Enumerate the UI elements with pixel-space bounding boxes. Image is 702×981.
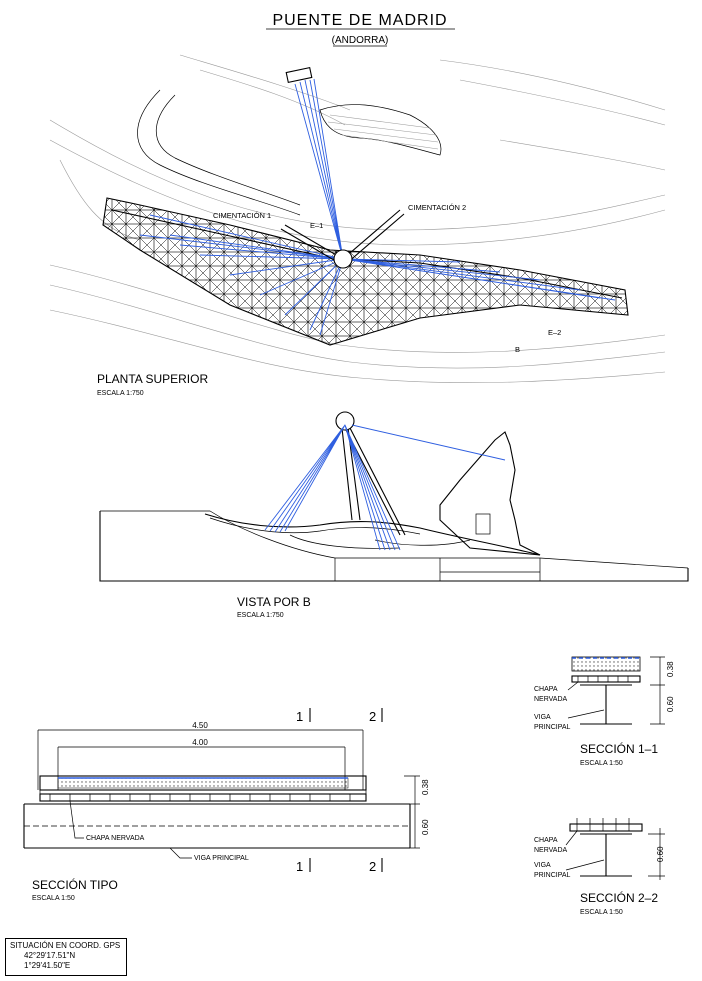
- section-tipo-cut-2-bottom: 2: [369, 859, 376, 874]
- section-2-2-scale: ESCALA 1:50: [580, 909, 623, 916]
- section-tipo-chapa-label: CHAPA NERVADA: [86, 835, 145, 842]
- plan-label-foundation-1: CIMENTACIÓN 1: [213, 211, 271, 220]
- plan-anchor-block: [285, 66, 313, 84]
- section-1-1-viga-1: VIGA: [534, 714, 551, 721]
- section-2-2-dim-1: 0.60: [656, 846, 665, 862]
- section-1-1-chapa-1: CHAPA: [534, 686, 558, 693]
- section-1-1-viga-2: PRINCIPAL: [534, 724, 571, 731]
- elevation-cables: [264, 424, 506, 551]
- section-1-1-label: SECCIÓN 1–1: [580, 741, 658, 756]
- gps-coordinates-box: SITUACIÓN EN COORD. GPS 42°29'17.51"N 1°…: [5, 938, 127, 976]
- plan-pylon-node: [333, 249, 353, 269]
- section-tipo-dim-inner: 4.00: [192, 738, 208, 747]
- section-1-1-dim-1: 0.38: [666, 661, 675, 677]
- elevation-deck: [204, 513, 541, 556]
- section-tipo-cut-1-top: 1: [296, 709, 303, 724]
- elevation-pylon-node: [335, 411, 355, 431]
- section-1-1-beam: [580, 684, 632, 725]
- section-tipo-dim-depth-2: 0.60: [421, 819, 430, 835]
- drawing-title: PUENTE DE MADRID: [272, 12, 447, 29]
- plan-foundation-strut-2: [342, 209, 405, 264]
- gps-heading: SITUACIÓN EN COORD. GPS: [10, 941, 121, 950]
- section-2-2-label: SECCIÓN 2–2: [580, 890, 658, 905]
- section-2-2-chapa-1: CHAPA: [534, 837, 558, 844]
- elevation-ground: [100, 510, 689, 569]
- section-tipo-dim-outer: 4.50: [192, 721, 208, 730]
- section-tipo-cut-1-bottom: 1: [296, 859, 303, 874]
- plan-contours: [49, 54, 666, 383]
- elevation-view: VISTA POR B ESCALA 1:750: [99, 411, 689, 619]
- section-1-1-dim-2: 0.60: [666, 696, 675, 712]
- plan-deck: [102, 197, 629, 346]
- section-tipo-label: SECCIÓN TIPO: [32, 877, 118, 892]
- elevation-view-scale: ESCALA 1:750: [237, 612, 284, 619]
- plan-label-e1: E–1: [310, 221, 323, 230]
- section-tipo-viga-label: VIGA PRINCIPAL: [194, 855, 249, 862]
- plan-view-label: PLANTA SUPERIOR: [97, 372, 208, 386]
- elevation-view-label: VISTA POR B: [237, 595, 311, 609]
- plan-rock-hatch: [319, 104, 442, 156]
- gps-latitude: 42°29'17.51"N: [24, 951, 76, 960]
- section-tipo-beam: [23, 803, 411, 849]
- section-tipo-slab: [39, 775, 367, 791]
- section-1-1: 0.38 0.60 CHAPA NERVADA VIGA PRINCIPAL S…: [534, 656, 675, 767]
- plan-cables: [139, 78, 616, 336]
- section-tipo-chapa: [39, 793, 367, 802]
- section-2-2-beam: [580, 833, 632, 877]
- section-2-2: 0.60 CHAPA NERVADA VIGA PRINCIPAL SECCIÓ…: [534, 818, 665, 916]
- plan-view: CIMENTACIÓN 1 CIMENTACIÓN 2 E–1 E–2 B PL…: [49, 54, 666, 397]
- plan-view-scale: ESCALA 1:750: [97, 390, 144, 397]
- section-1-1-scale: ESCALA 1:50: [580, 760, 623, 767]
- section-2-2-viga-1: VIGA: [534, 862, 551, 869]
- plan-label-e2: E–2: [548, 328, 561, 337]
- elevation-mast: [341, 427, 406, 536]
- plan-label-foundation-2: CIMENTACIÓN 2: [408, 203, 466, 212]
- elevation-frame: [99, 511, 689, 582]
- section-tipo-scale: ESCALA 1:50: [32, 895, 75, 902]
- drawing-subtitle: (ANDORRA): [332, 35, 389, 46]
- elevation-rock: [439, 431, 541, 556]
- gps-longitude: 1°29'41.50"E: [24, 961, 71, 970]
- section-tipo: 1 2 4.50 4.00 0.38 0.60 CHAPA NERVADA VI…: [23, 708, 430, 902]
- section-1-1-chapa-2: NERVADA: [534, 696, 568, 703]
- section-tipo-cut-2-top: 2: [369, 709, 376, 724]
- section-tipo-dim-depth-1: 0.38: [421, 779, 430, 795]
- plan-foundation-strut-1: [280, 224, 344, 264]
- section-2-2-chapa-2: NERVADA: [534, 847, 568, 854]
- plan-label-b: B: [515, 345, 520, 354]
- section-2-2-viga-2: PRINCIPAL: [534, 872, 571, 879]
